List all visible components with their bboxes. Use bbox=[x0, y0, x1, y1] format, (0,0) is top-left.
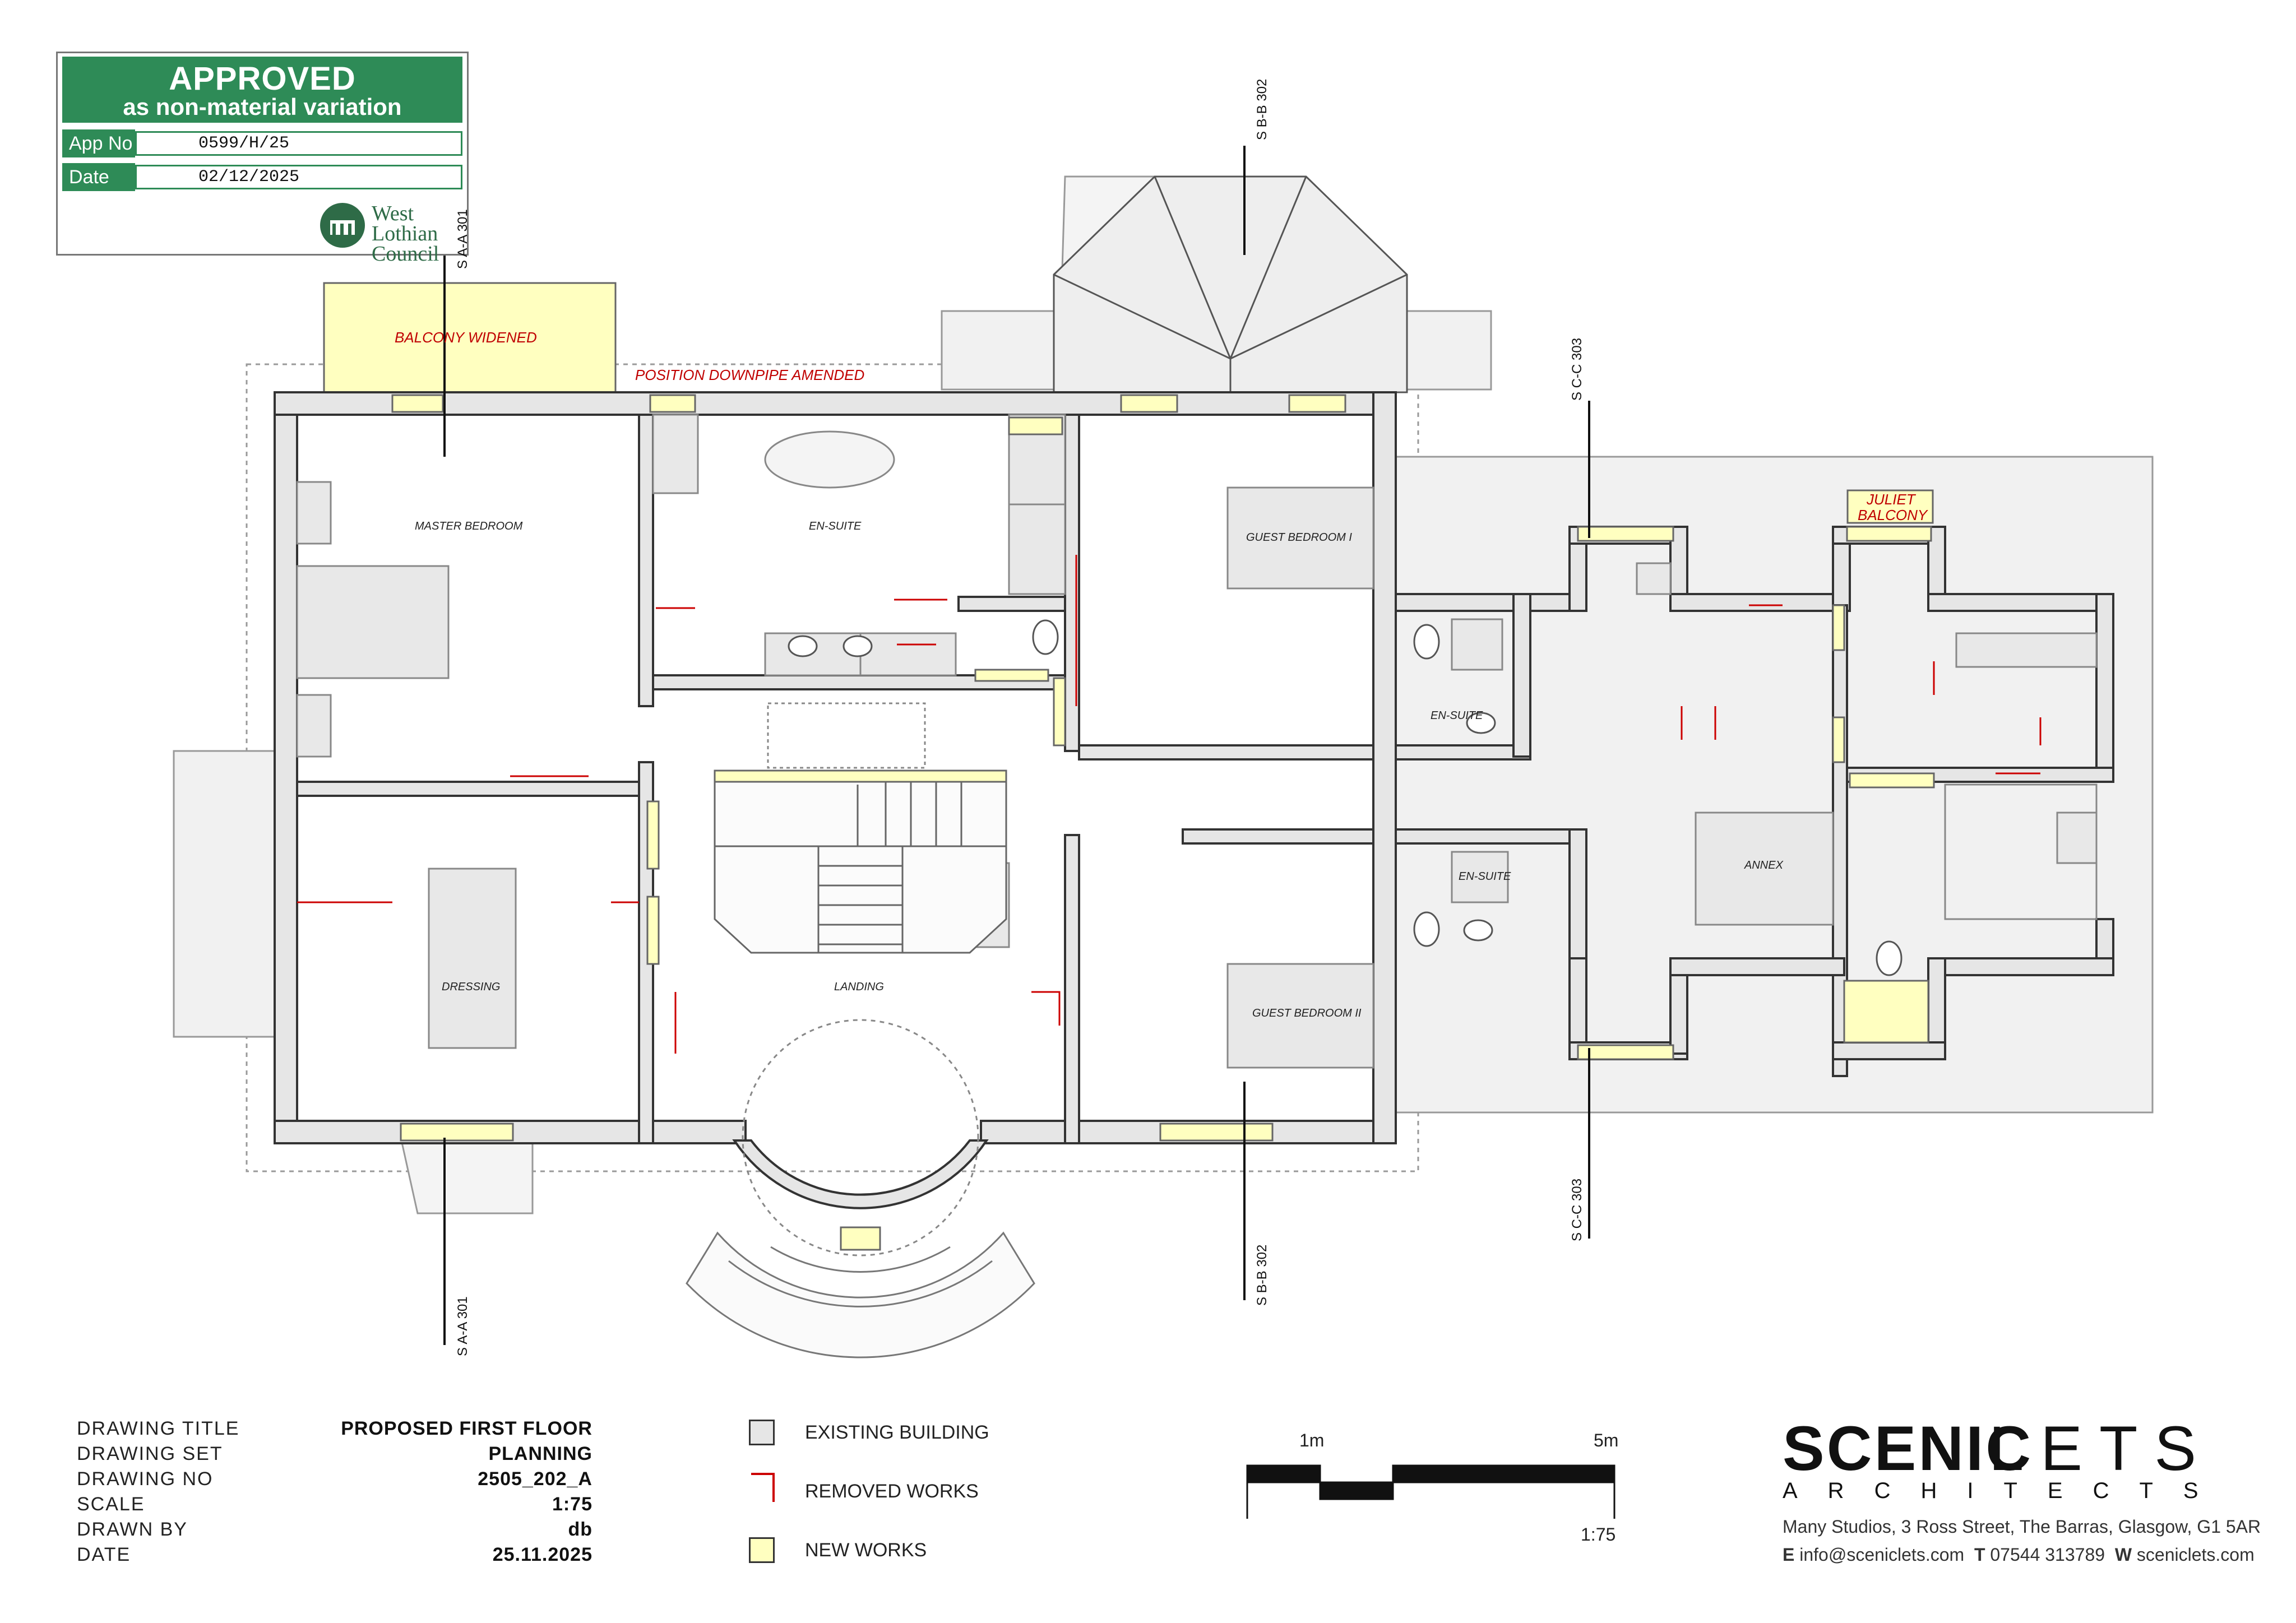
practice-subtitle: ARCHITECTS bbox=[1783, 1478, 2229, 1503]
section-lines bbox=[443, 146, 1590, 1345]
tb-value-title: PROPOSED FIRST FLOOR bbox=[341, 1418, 592, 1439]
legend-removed-label: REMOVED WORKS bbox=[805, 1481, 979, 1502]
stamp-title: APPROVED bbox=[169, 61, 356, 97]
section-label-aa-top: S A-A 301 bbox=[455, 209, 470, 269]
council-line-1: West Lothian bbox=[372, 202, 438, 245]
room-en-suite-3: EN-SUITE bbox=[1459, 870, 1511, 883]
tb-value-scale: 1:75 bbox=[552, 1494, 592, 1515]
stamp-band: APPROVED as non-material variation bbox=[62, 57, 462, 123]
practice-name-bold: SCENIC bbox=[1783, 1413, 2034, 1483]
tb-key-set: DRAWING SET bbox=[77, 1443, 223, 1464]
tb-key-title: DRAWING TITLE bbox=[77, 1418, 240, 1439]
room-guest-bedroom-2: GUEST BEDROOM II bbox=[1252, 1007, 1362, 1019]
scale-bar-graphic bbox=[1246, 1464, 1615, 1519]
note-downpipe: POSITION DOWNPIPE AMENDED bbox=[635, 367, 865, 383]
new-works bbox=[391, 394, 1935, 1251]
tb-key-scale: SCALE bbox=[77, 1494, 145, 1515]
practice-contact: E info@sceniclets.com T 07544 313789 W s… bbox=[1783, 1545, 2255, 1565]
room-dressing: DRESSING bbox=[442, 981, 501, 993]
fixtures bbox=[296, 414, 2098, 1069]
room-master-bedroom: MASTER BEDROOM bbox=[415, 520, 523, 532]
stamp-subtitle: as non-material variation bbox=[123, 94, 402, 120]
approval-stamp: APPROVED as non-material variation App N… bbox=[56, 52, 469, 265]
section-label-aa-bottom: S A-A 301 bbox=[455, 1296, 470, 1356]
staircase bbox=[714, 769, 1007, 954]
telephone: 07544 313789 bbox=[1990, 1545, 2105, 1565]
section-label-bb-top: S B-B 302 bbox=[1255, 78, 1270, 140]
tb-value-date: 25.11.2025 bbox=[492, 1544, 592, 1565]
tel-label: T bbox=[1974, 1545, 1985, 1565]
tb-value-drawn-by: db bbox=[568, 1519, 592, 1540]
council-crest-icon bbox=[320, 203, 365, 248]
round-bay bbox=[686, 1019, 1035, 1358]
tb-key-number: DRAWING NO bbox=[77, 1468, 214, 1490]
legend-existing-swatch bbox=[749, 1420, 775, 1445]
section-label-cc-top: S C-C 303 bbox=[1570, 337, 1585, 401]
room-guest-bedroom-1: GUEST BEDROOM I bbox=[1246, 531, 1352, 544]
scale-ratio: 1:75 bbox=[1581, 1524, 1616, 1545]
section-label-bb-bottom: S B-B 302 bbox=[1255, 1244, 1270, 1306]
council-name: West Lothian Council bbox=[372, 202, 467, 266]
note-juliet-1: JULIET bbox=[1867, 491, 1915, 508]
note-balcony-widened: BALCONY WIDENED bbox=[395, 329, 537, 346]
tb-value-number: 2505_202_A bbox=[478, 1468, 592, 1490]
tb-key-date: DATE bbox=[77, 1544, 131, 1565]
email-label: E bbox=[1783, 1545, 1795, 1565]
sanitaryware bbox=[788, 619, 1902, 976]
stamp-date: 02/12/2025 bbox=[135, 165, 462, 189]
legend-new-swatch bbox=[749, 1537, 775, 1563]
email: info@sceniclets.com bbox=[1799, 1545, 1965, 1565]
practice-address: Many Studios, 3 Ross Street, The Barras,… bbox=[1783, 1517, 2261, 1537]
legend-existing-label: EXISTING BUILDING bbox=[805, 1422, 989, 1443]
room-en-suite-2: EN-SUITE bbox=[1431, 710, 1483, 722]
note-juliet-2: BALCONY bbox=[1858, 507, 1928, 523]
tb-key-drawn-by: DRAWN BY bbox=[77, 1519, 188, 1540]
website: sceniclets.com bbox=[2136, 1545, 2255, 1565]
bay-roof bbox=[1053, 175, 1408, 393]
stamp-date-label: Date bbox=[62, 163, 135, 191]
legend-new-label: NEW WORKS bbox=[805, 1539, 927, 1561]
stamp-app-no: 0599/H/25 bbox=[135, 131, 462, 156]
section-label-cc-bottom: S C-C 303 bbox=[1570, 1178, 1585, 1241]
scale-label-1m: 1m bbox=[1299, 1430, 1325, 1450]
room-annex: ANNEX bbox=[1744, 859, 1783, 871]
removed-works bbox=[297, 555, 2042, 1054]
walls-existing bbox=[274, 391, 2114, 1144]
council-line-2: Council bbox=[372, 242, 439, 266]
balcony-widened-area bbox=[323, 282, 617, 393]
room-landing: LANDING bbox=[834, 981, 884, 993]
scale-label-5m: 5m bbox=[1594, 1430, 1619, 1450]
web-label: W bbox=[2114, 1545, 2132, 1565]
stamp-app-no-label: App No bbox=[62, 129, 135, 157]
room-en-suite-1: EN-SUITE bbox=[809, 520, 862, 532]
practice-name-light: LETS bbox=[1989, 1413, 2214, 1483]
removed-works-legend-glyph bbox=[751, 1473, 775, 1502]
tb-value-set: PLANNING bbox=[488, 1443, 592, 1464]
